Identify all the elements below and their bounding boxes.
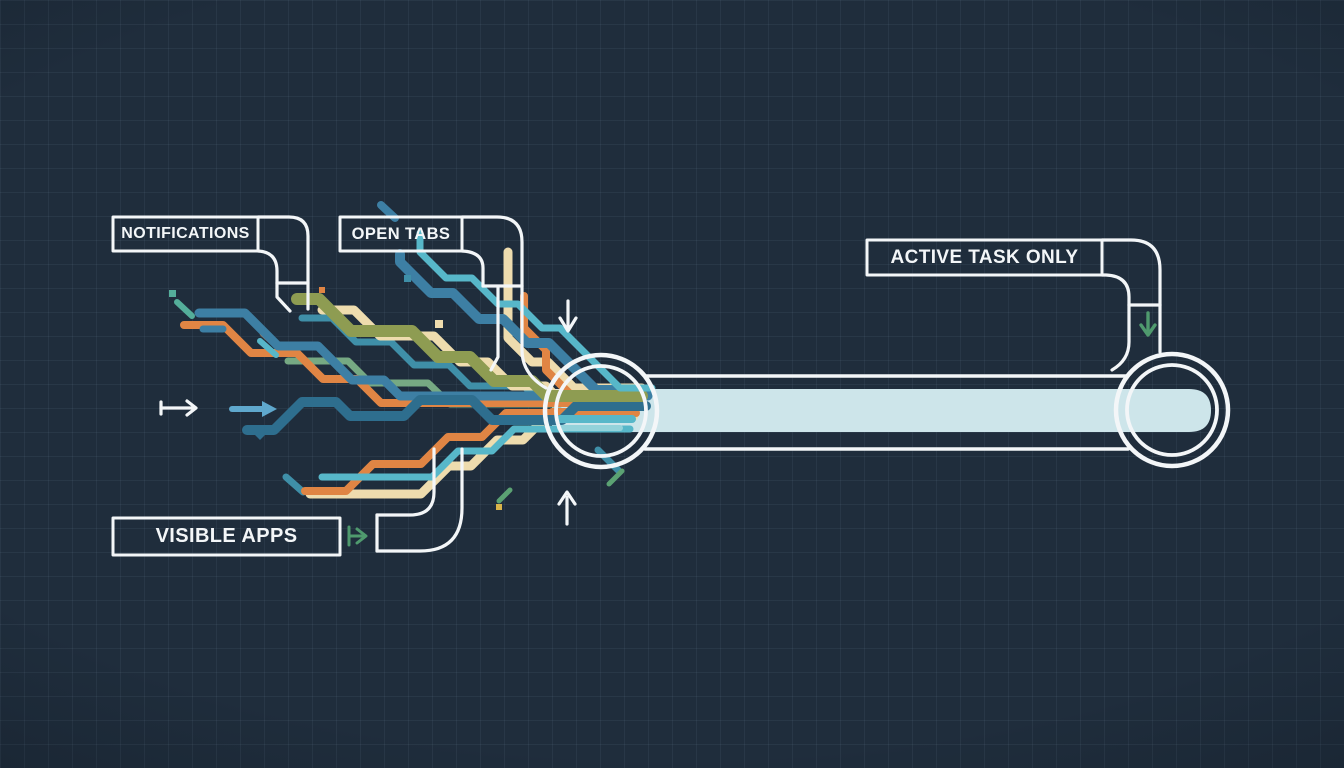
white-right-arrow-icon [159,399,198,417]
gold-dot [496,504,502,510]
notifications-label: NOTIFICATIONS [121,225,250,242]
mint-traces [174,299,195,319]
green-right-arrow-icon [347,525,368,547]
blue-right-arrow-icon [229,401,277,417]
up-arrow-icon [557,490,577,526]
teal-dot [404,275,411,282]
active-task-label: ACTIVE TASK ONLY [890,246,1079,268]
active-task-connector-pipe [1100,238,1162,372]
green-traces [496,468,625,504]
green-down-arrow-icon [1139,311,1157,337]
visible-apps-label: VISIBLE APPS [155,525,298,547]
cream-dot [435,320,443,328]
open-tabs-label: OPEN TABS [351,224,451,243]
orange-dot [319,287,325,293]
mint-dot [169,290,176,297]
